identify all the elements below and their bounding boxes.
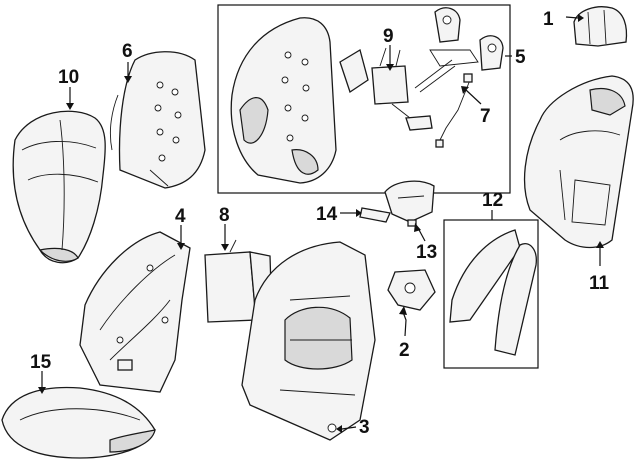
callout-2: 2 <box>399 340 410 361</box>
callout-5: 5 <box>515 47 526 68</box>
assembly-12-frame <box>443 219 539 369</box>
part-10-seatback-cover <box>12 110 106 264</box>
part-12-side-trims <box>449 229 537 356</box>
callout-10: 10 <box>58 67 79 88</box>
part-7-harness <box>435 73 473 148</box>
part-5-seatback-inner-pad <box>230 17 369 184</box>
callout-9: 9 <box>383 26 394 47</box>
headrest-guides <box>414 7 504 93</box>
callout-14: 14 <box>316 204 338 225</box>
part-9-module <box>371 47 433 131</box>
callout-11: 11 <box>589 273 610 294</box>
callout-15: 15 <box>30 352 52 373</box>
part-11-back-panel <box>523 75 634 249</box>
leader-lines <box>41 16 601 430</box>
callout-4: 4 <box>175 206 186 227</box>
part-3-seatback-frame <box>241 241 376 441</box>
callout-6: 6 <box>122 41 133 62</box>
part-1-headrest-cap <box>573 6 628 47</box>
callout-13: 13 <box>416 242 437 263</box>
part-14-bracket <box>359 207 391 223</box>
callout-3: 3 <box>359 417 370 438</box>
part-6-seatback-pad <box>109 51 206 189</box>
part-15-cushion-cover <box>1 386 156 459</box>
part-2-recliner-bracket <box>387 269 436 311</box>
assembly-5-frame <box>217 4 511 194</box>
part-13-handle-housing <box>384 180 435 227</box>
callout-8: 8 <box>219 205 230 226</box>
callout-12: 12 <box>482 190 503 211</box>
part-4-side-frame <box>79 231 191 393</box>
leader-arrowheads <box>38 14 604 433</box>
callout-7: 7 <box>480 106 491 127</box>
callout-1: 1 <box>543 9 554 30</box>
